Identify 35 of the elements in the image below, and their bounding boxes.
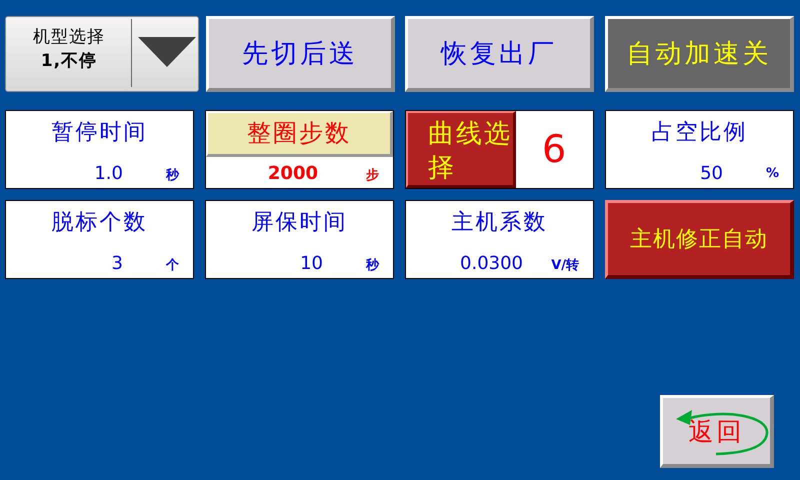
unit-text: 秒 bbox=[166, 167, 179, 184]
setting-panel bbox=[5, 110, 194, 189]
value-text: 0.0300 bbox=[460, 253, 523, 274]
curve-select-button: 曲线选择 bbox=[406, 111, 516, 188]
curve-select-panel bbox=[405, 110, 594, 189]
toggle-button: 恢复出厂 bbox=[405, 16, 594, 92]
unit-text: V/转 bbox=[551, 257, 579, 274]
toggle-button: 先切后送 bbox=[206, 16, 395, 92]
setting-panel bbox=[5, 200, 194, 279]
value-text: 2000 bbox=[268, 163, 318, 184]
value-text: 50 bbox=[700, 163, 723, 184]
setting-label: 占空比例 bbox=[650, 119, 748, 147]
value-text: 3 bbox=[112, 253, 123, 274]
setting-label: 主机系数 bbox=[450, 209, 548, 237]
unit-text: 步 bbox=[366, 167, 379, 184]
unit-text: 秒 bbox=[366, 257, 379, 274]
setting-panel bbox=[605, 110, 794, 189]
setting-label: 脱标个数 bbox=[50, 209, 148, 237]
selected-value: 1,不停 bbox=[40, 50, 98, 73]
unit-text: 个 bbox=[166, 257, 179, 274]
setting-label: 暂停时间 bbox=[50, 119, 148, 147]
setting-panel bbox=[205, 200, 394, 279]
toggle-button: 自动加速关 bbox=[605, 16, 794, 92]
value-text: 6 bbox=[542, 127, 566, 171]
setting-label: 屏保时间 bbox=[250, 209, 348, 237]
unit-text: % bbox=[766, 166, 779, 181]
dropdown-selector bbox=[5, 16, 199, 92]
toggle-button: 主机修正自动 bbox=[605, 200, 794, 279]
value-text: 10 bbox=[300, 253, 323, 274]
setting-panel bbox=[405, 200, 594, 279]
dropdown-label: 机型选择 bbox=[32, 26, 106, 49]
header-button: 整圈步数 bbox=[206, 111, 393, 157]
back-button: 返回 bbox=[660, 395, 774, 468]
value-text: 1.0 bbox=[94, 163, 123, 184]
setting-panel bbox=[205, 110, 394, 189]
